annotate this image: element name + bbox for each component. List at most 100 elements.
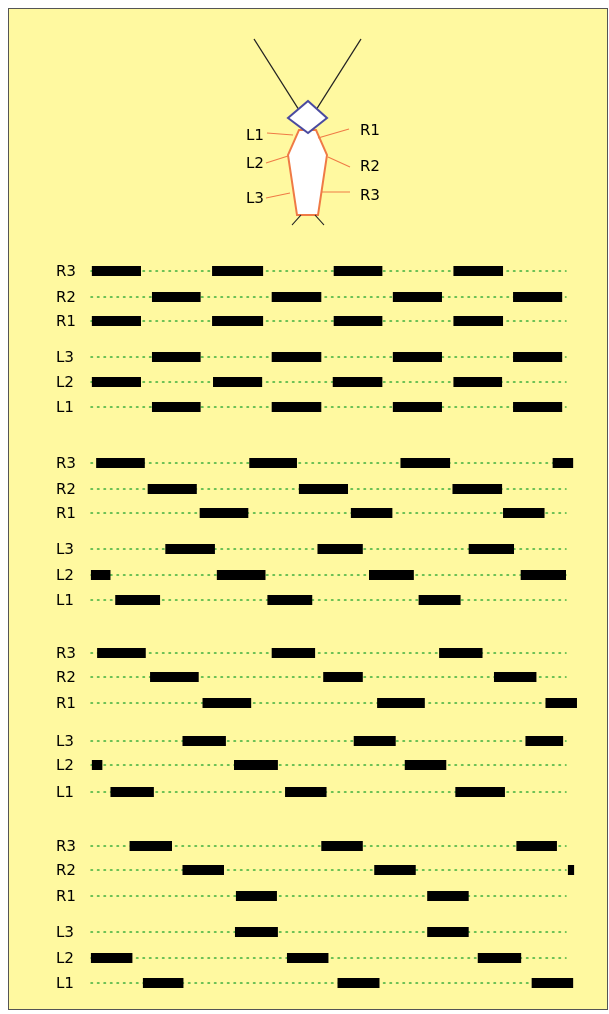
left-tail (292, 215, 301, 225)
stance-bar (439, 648, 482, 658)
gait-row-r2: R2 (56, 480, 566, 498)
gait-row-r2: R2 (56, 288, 566, 306)
insect-leg-label-l3: L3 (246, 189, 264, 207)
stance-bar (334, 266, 383, 276)
stance-bar (212, 316, 263, 326)
row-label: L1 (56, 591, 74, 609)
stance-bar (338, 978, 380, 988)
stance-bar (91, 570, 111, 580)
leg-l3 (266, 193, 290, 198)
stance-bar (377, 698, 425, 708)
row-label: L2 (56, 566, 74, 584)
row-label: R1 (56, 694, 76, 712)
stance-bar (130, 841, 172, 851)
gait-row-r3: R3 (56, 837, 566, 855)
stance-bar (152, 292, 201, 302)
stance-bar (427, 891, 468, 901)
gait-row-l1: L1 (56, 974, 573, 992)
gait-row-r1: R1 (56, 694, 577, 712)
row-label: L3 (56, 923, 74, 941)
stance-bar (513, 402, 562, 412)
gait-row-r2: R2 (56, 668, 566, 686)
stance-bar (532, 978, 573, 988)
row-label: R3 (56, 454, 76, 472)
gait-row-l2: L2 (56, 949, 566, 967)
stance-bar (272, 402, 322, 412)
stance-bar (334, 316, 383, 326)
gait-row-l3: L3 (56, 923, 566, 941)
row-label: R1 (56, 312, 76, 330)
stance-bar (452, 484, 502, 494)
gait-row-r3: R3 (56, 262, 566, 280)
stance-bar (419, 595, 461, 605)
stance-bar (405, 760, 446, 770)
row-label: L2 (56, 949, 74, 967)
row-label: R3 (56, 644, 76, 662)
row-label: L3 (56, 732, 74, 750)
gait-row-l1: L1 (56, 591, 566, 609)
row-label: L2 (56, 756, 74, 774)
gait-row-r2: R2 (56, 861, 574, 879)
stance-bar (427, 927, 468, 937)
stance-bar (513, 292, 562, 302)
stance-bar (91, 953, 132, 963)
stance-bar (453, 377, 502, 387)
stance-bar (516, 841, 557, 851)
gait-row-r3: R3 (56, 454, 573, 472)
gait-row-l2: L2 (56, 566, 566, 584)
left-antenna (254, 39, 299, 110)
gait-row-l3: L3 (56, 732, 566, 750)
stance-bar (92, 266, 141, 276)
stance-bar (393, 292, 442, 302)
row-label: R3 (56, 837, 76, 855)
stance-bar (110, 787, 153, 797)
stance-bar (97, 648, 146, 658)
stance-bar (453, 266, 503, 276)
insect-leg-label-l1: L1 (246, 126, 264, 144)
stance-bar (478, 953, 521, 963)
gait-row-l1: L1 (56, 783, 566, 801)
stance-bar (236, 891, 277, 901)
row-label: L3 (56, 540, 74, 558)
stance-bar (96, 458, 145, 468)
stance-bar (92, 316, 141, 326)
gait-row-l2: L2 (56, 373, 566, 391)
gait-row-l3: L3 (56, 348, 566, 366)
stance-bar (321, 841, 362, 851)
stance-bar (513, 352, 562, 362)
stance-bar (217, 570, 266, 580)
stance-bar (267, 595, 312, 605)
row-label: L3 (56, 348, 74, 366)
stance-bar (203, 698, 252, 708)
stance-bar (152, 352, 201, 362)
stance-bar (287, 953, 328, 963)
stance-bar (234, 760, 278, 770)
insect-leg-label-r1: R1 (360, 121, 380, 139)
insect-leg-label-r2: R2 (360, 157, 380, 175)
leg-l2 (266, 156, 288, 163)
stance-bar (165, 544, 215, 554)
stance-bar (455, 787, 505, 797)
stance-bar (272, 648, 315, 658)
stance-bar (553, 458, 574, 468)
row-label: L1 (56, 783, 74, 801)
stance-bar (143, 978, 184, 988)
insect-body (288, 130, 327, 215)
insect-figure (254, 39, 361, 225)
gait-row-r1: R1 (56, 312, 566, 330)
stance-bar (469, 544, 514, 554)
leg-r2 (328, 157, 350, 167)
stance-bar (354, 736, 396, 746)
stance-bar (374, 865, 415, 875)
right-tail (315, 215, 324, 225)
stance-bar (213, 377, 262, 387)
stance-bar (150, 672, 199, 682)
insect-leg-label-l2: L2 (246, 154, 264, 172)
row-label: L2 (56, 373, 74, 391)
gait-row-r1: R1 (56, 504, 566, 522)
stance-bar (369, 570, 414, 580)
